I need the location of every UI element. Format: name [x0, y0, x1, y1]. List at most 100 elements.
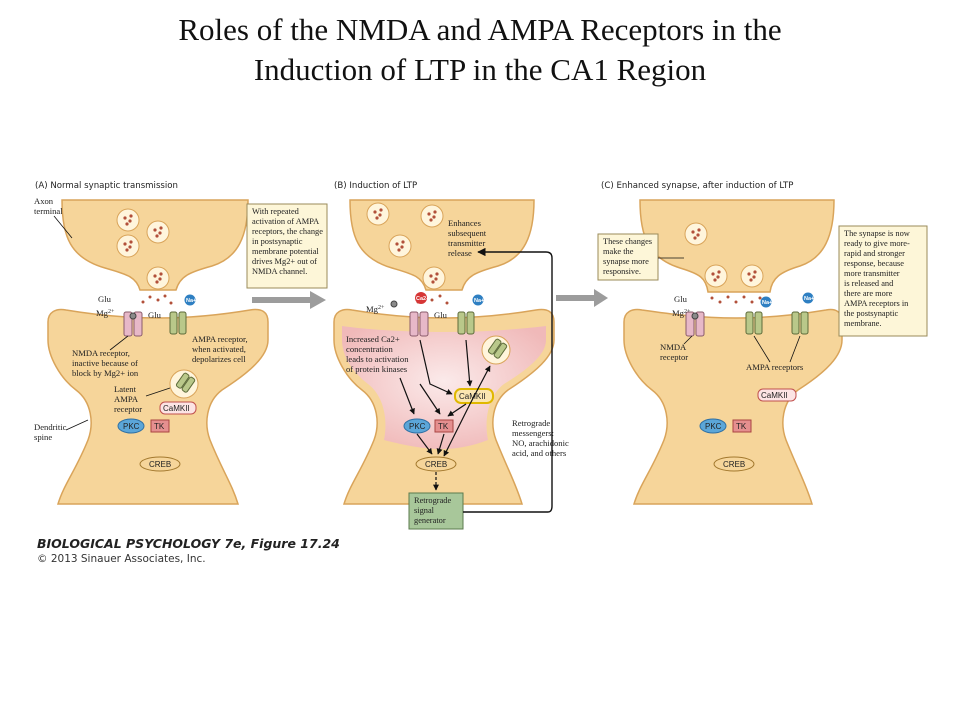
generator-text-2: signal [414, 506, 435, 515]
ampa-receptor-a [169, 311, 187, 335]
dendritic-label-2: spine [34, 432, 52, 442]
panel-b: (B) Induction of LTP Ca [333, 181, 569, 530]
tk-a [150, 419, 170, 433]
dendritic-spine-c [623, 308, 843, 505]
na-ion-c2 [802, 292, 814, 304]
svg-text:NMDA channel.: NMDA channel. [252, 267, 307, 276]
changes-text: These changes make the synapse more resp… [603, 237, 652, 276]
svg-text:messengers:: messengers: [512, 428, 554, 438]
na-text-c2: Na+ [804, 296, 814, 302]
svg-text:ready to give more-: ready to give more- [844, 239, 910, 248]
generator-text-3: generator [414, 516, 446, 525]
na-text-a: Na+ [186, 298, 196, 304]
na-ion-a [184, 294, 196, 306]
changes-box [597, 233, 659, 281]
na-text-c1: Na+ [762, 300, 772, 306]
pkc-a [117, 418, 145, 434]
camkii-text-a: CaMKII [163, 404, 190, 413]
vesicles-c [684, 222, 764, 304]
glu-label-c: Glu [674, 294, 688, 304]
na-ion-b [472, 294, 484, 306]
svg-text:receptors, the change: receptors, the change [252, 227, 323, 236]
latent-label-1: Latent [114, 384, 137, 394]
svg-text:rapid and stronger: rapid and stronger [844, 249, 905, 258]
pkc-text-c: PKC [705, 422, 722, 431]
svg-text:membrane potential: membrane potential [252, 247, 319, 256]
tk-text-b: TK [438, 422, 449, 431]
nmda-label-c-1: NMDA [660, 342, 687, 352]
ampa-label-a-3: depolarizes cell [192, 354, 246, 364]
ca-text-b: Ca2+ [416, 296, 429, 302]
creb-c [713, 456, 755, 472]
title-line-1: Roles of the NMDA and AMPA Receptors in … [178, 12, 782, 47]
dendritic-pointer [65, 419, 89, 431]
nmda-receptor-c [685, 311, 705, 337]
panel-a: (A) Normal synaptic transmission [34, 181, 269, 505]
pkc-c [699, 418, 727, 434]
axon-terminal-c [639, 199, 835, 293]
svg-text:With repeated: With repeated [252, 207, 300, 216]
tk-text-a: TK [154, 422, 165, 431]
svg-text:membrane.: membrane. [844, 319, 881, 328]
svg-text:synapse more: synapse more [603, 257, 649, 266]
svg-text:activation of AMPA: activation of AMPA [252, 217, 319, 226]
svg-text:drives Mg2+ out of: drives Mg2+ out of [252, 257, 317, 266]
nmda-label-c-2: receptor [660, 352, 688, 362]
svg-text:concentration: concentration [346, 344, 393, 354]
page-title: Roles of the NMDA and AMPA Receptors in … [0, 10, 960, 90]
latent-ampa-a [169, 369, 199, 399]
nmda-receptor-b [409, 311, 429, 337]
nmda-label-a-3: block by Mg2+ ion [72, 368, 139, 378]
pkc-text-a: PKC [123, 422, 140, 431]
svg-text:responsive.: responsive. [603, 267, 641, 276]
synapse-note-text: The synapse is now ready to give more- r… [844, 229, 911, 328]
panel-c: (C) Enhanced synapse, after induction of… [597, 181, 928, 505]
nmda-pointer-a [109, 335, 129, 351]
axon-terminal-label-1: Axon [34, 196, 54, 206]
glu-label-b: Glu [434, 310, 448, 320]
camkii-text-b: CaMKII [459, 392, 486, 401]
camkii-a [159, 401, 197, 415]
svg-text:The synapse is now: The synapse is now [844, 229, 911, 238]
creb-text-c: CREB [723, 460, 745, 469]
svg-text:is released and: is released and [844, 279, 894, 288]
retrograde-generator [408, 492, 464, 530]
mg-label-c: Mg2+ [672, 308, 691, 318]
svg-text:release: release [448, 248, 472, 258]
nmda-pointer-c [683, 335, 693, 345]
svg-text:acid, and others: acid, and others [512, 448, 567, 458]
nmda-label-a-1: NMDA receptor, [72, 348, 130, 358]
axon-terminal-label-2: terminal [34, 206, 63, 216]
svg-text:AMPA receptors in: AMPA receptors in [844, 299, 909, 308]
camkii-c [757, 388, 797, 402]
title-line-2: Induction of LTP in the CA1 Region [253, 52, 707, 87]
svg-text:Increased Ca2+: Increased Ca2+ [346, 334, 400, 344]
tk-text-c: TK [736, 422, 747, 431]
latent-label-3: receptor [114, 404, 142, 414]
svg-text:These changes: These changes [603, 237, 652, 246]
creb-b [415, 456, 457, 472]
ca-ion-b [415, 292, 427, 304]
creb-a [139, 456, 181, 472]
svg-text:of protein kinases: of protein kinases [346, 364, 408, 374]
panel-a-heading: (A) Normal synaptic transmission [35, 181, 178, 191]
ampa-label-c: AMPA receptors [746, 362, 804, 372]
enhances-text: Enhances subsequent transmitter release [448, 218, 487, 258]
svg-text:NO, arachidonic: NO, arachidonic [512, 438, 569, 448]
svg-text:leads to activation: leads to activation [346, 354, 409, 364]
note-text-b: With repeated activation of AMPA recepto… [252, 207, 323, 276]
increased-ca-text: Increased Ca2+ concentration leads to ac… [346, 334, 409, 374]
transition-arrow-ab [252, 291, 326, 309]
panel-b-heading: (B) Induction of LTP [334, 181, 417, 191]
axon-terminal-b [349, 199, 535, 291]
vesicles-a [116, 208, 173, 305]
svg-text:Retrograde: Retrograde [512, 418, 550, 428]
creb-text-a: CREB [149, 460, 171, 469]
mg-label-b: Mg2+ [366, 304, 385, 314]
generator-text-1: Retrograde [414, 496, 451, 505]
retrograde-messengers-text: Retrograde messengers: NO, arachidonic a… [512, 418, 569, 458]
ampa-label-a-1: AMPA receptor, [192, 334, 248, 344]
pkc-text-b: PKC [409, 422, 426, 431]
panel-c-heading: (C) Enhanced synapse, after induction of… [601, 181, 793, 191]
